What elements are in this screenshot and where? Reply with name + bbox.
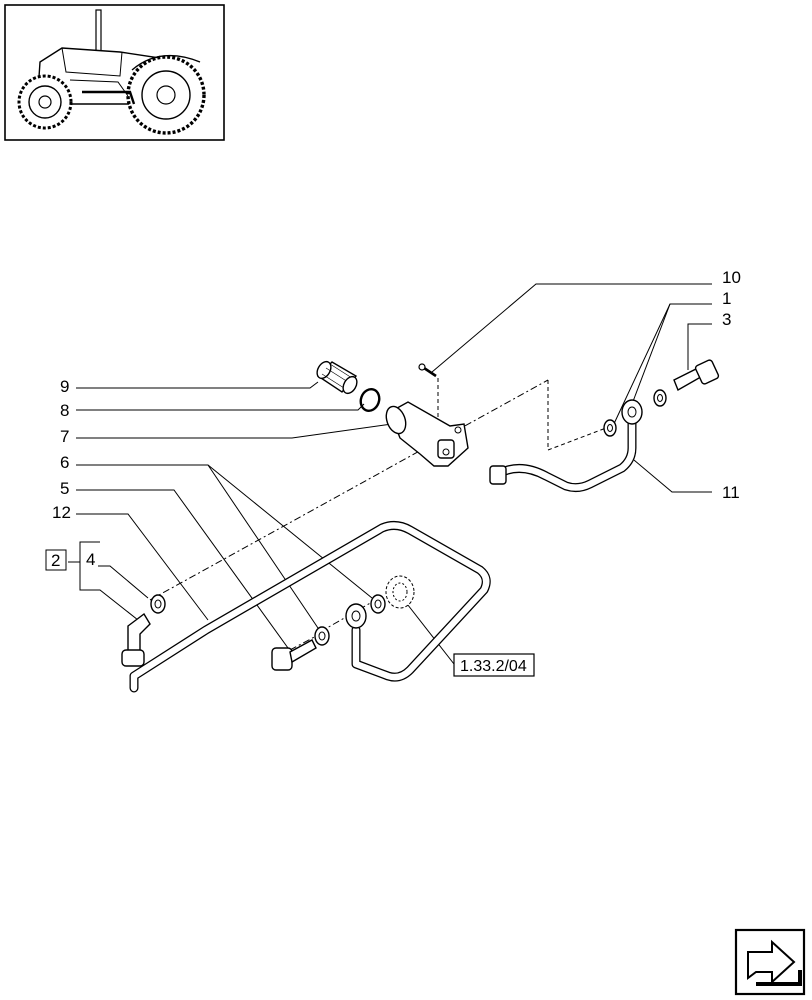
callout-2-box [45,549,67,571]
reference-box[interactable]: 1.33.2/04 [453,653,535,677]
callout-3: 3 [722,310,731,329]
reference-label: 1.33.2/04 [460,658,527,675]
tube-12 [129,520,491,693]
tractor-thumbnail [4,4,225,141]
tube-11 [493,415,637,493]
callout-5: 5 [60,479,69,498]
callout-2: 2 [51,551,60,570]
callout-11: 11 [722,483,740,502]
callout-4: 4 [86,550,95,569]
callout-labels: 10 1 3 9 8 7 6 5 12 2 4 11 [45,268,741,571]
filter-cartridge [316,360,358,395]
filter-housing [385,401,469,467]
banjo-bolt [673,359,720,392]
threaded-port [385,575,415,609]
o-ring [359,388,381,412]
next-page-arrow-icon[interactable] [734,928,806,996]
callout-9: 9 [60,377,69,396]
callout-12: 12 [52,503,71,522]
callout-10: 10 [722,268,741,287]
elbow-fitting [121,612,151,667]
callout-7: 7 [60,427,69,446]
callout-1: 1 [722,289,731,308]
union-nut [489,465,507,485]
banjo-bolt [271,639,317,671]
parts [121,359,720,671]
callout-8: 8 [60,401,69,420]
screw [418,363,437,378]
callout-6: 6 [60,453,69,472]
